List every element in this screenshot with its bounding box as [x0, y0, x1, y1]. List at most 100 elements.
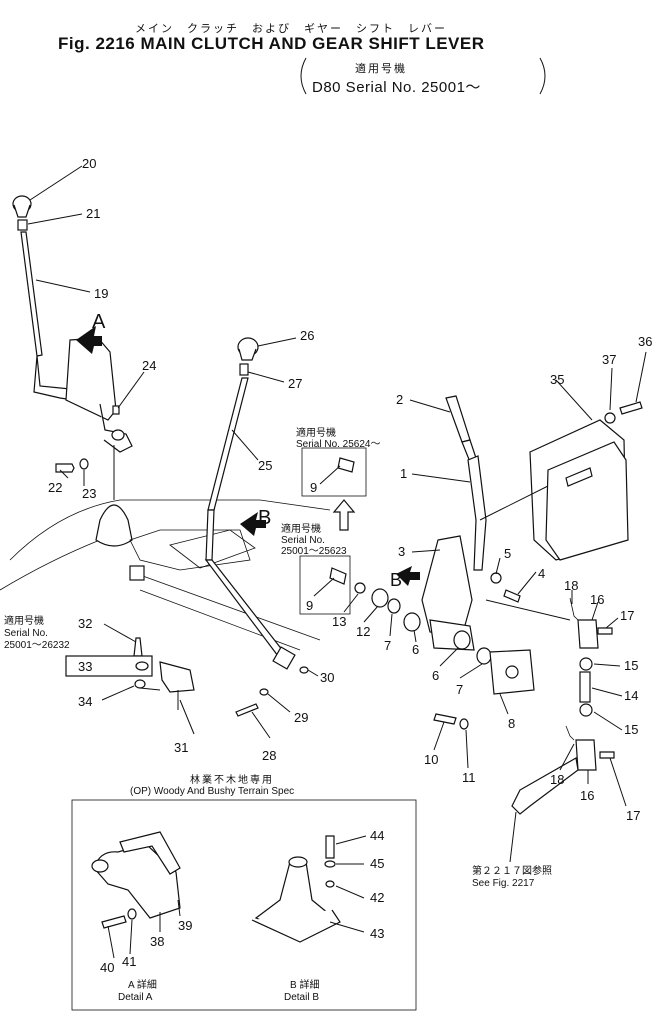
bushing-6b: [453, 630, 471, 650]
lever-arm: [511, 757, 579, 815]
lever-rod-25-mid: [205, 509, 215, 561]
clip-assembly: [65, 637, 195, 710]
detail-b-label: Detail B: [284, 992, 320, 1003]
part-number: 44: [370, 828, 384, 843]
nut-42: [325, 880, 335, 888]
washer-45: [324, 860, 336, 868]
rod-assembly: [509, 597, 615, 863]
grip-2: [445, 395, 471, 443]
figure-title: Fig. 2216 MAIN CLUTCH AND GEAR SHIFT LEV…: [58, 34, 485, 53]
part-number: 6: [412, 642, 419, 657]
bushing-7b: [476, 647, 492, 665]
part-number: 42: [370, 890, 384, 905]
nut-21: [17, 219, 28, 231]
bolt-10: [433, 713, 457, 725]
detail-a-label: Detail A: [118, 992, 153, 1003]
part-number: 31: [174, 740, 188, 755]
shaft-end: [129, 565, 145, 581]
bolt-22: [55, 463, 75, 473]
part-number: 30: [320, 670, 334, 685]
part-number: 7: [456, 682, 463, 697]
clevis-16b: [575, 739, 597, 771]
cover-assembly: [479, 401, 643, 561]
cover-35: [545, 441, 629, 561]
cotter-18a: [569, 597, 579, 621]
part-number: 29: [294, 710, 308, 725]
left-serial-range: 25001～26232: [4, 640, 70, 651]
part-number: 12: [356, 624, 370, 639]
left-lever-assembly: [12, 195, 133, 500]
clip-31: [159, 661, 195, 693]
part-number: 45: [370, 856, 384, 871]
part-number: 15: [624, 658, 638, 673]
part-number: 11: [462, 770, 476, 785]
part-number: 9: [310, 480, 317, 495]
see-figure: See Fig. 2217: [472, 878, 535, 889]
washer-37: [604, 412, 616, 424]
washer-12: [371, 588, 389, 608]
nut-27: [239, 363, 249, 376]
rod-14: [579, 671, 591, 703]
pin-17b: [599, 751, 615, 759]
part-number: 20: [82, 156, 96, 171]
part-number: 40: [100, 960, 114, 975]
see-fig-leader: [509, 811, 517, 863]
upper-box-applic-jp: 適用号機: [296, 428, 336, 439]
arrow-b-label: B: [258, 507, 271, 529]
lever-rod-19: [20, 231, 43, 357]
knob-20-neck: [13, 204, 31, 218]
part-number: 27: [288, 376, 302, 391]
part-number: 32: [78, 616, 92, 631]
boss-38: [91, 859, 109, 873]
lower-box-serial-label: Serial No.: [281, 535, 325, 546]
cover-35-slot: [565, 467, 593, 487]
bolt-40: [101, 915, 127, 929]
part-number: 17: [626, 808, 640, 823]
part-number: 4: [538, 566, 545, 581]
boot-top: [288, 856, 308, 868]
arrow-b2: [396, 566, 420, 586]
washer-33: [135, 661, 149, 671]
part-number: 28: [262, 748, 276, 763]
part-number: 19: [94, 286, 108, 301]
boot: [95, 504, 133, 547]
pin-9-upper: [337, 457, 355, 473]
washer-13: [354, 582, 366, 594]
nut-15a: [579, 657, 593, 671]
part-number: 6: [432, 668, 439, 683]
serial-range: D80 Serial No. 25001～: [312, 79, 481, 96]
cotter-30: [299, 666, 309, 674]
bushing-7a: [387, 598, 401, 614]
washer-41: [127, 908, 137, 920]
lever-rod-25-lower: [204, 559, 291, 665]
pin-17a: [597, 627, 613, 635]
applicability-japanese: 適用号機: [355, 63, 407, 75]
clevis-28: [272, 646, 296, 670]
option-spec: (OP) Woody And Bushy Terrain Spec: [130, 786, 295, 797]
part-number: 33: [78, 659, 92, 674]
serial-box-lower: [299, 555, 351, 615]
bolt-44: [325, 835, 335, 859]
close-paren: [539, 57, 546, 95]
pin-29: [259, 688, 269, 696]
washer-5: [490, 572, 502, 584]
part-number: 10: [424, 752, 438, 767]
part-number: 15: [624, 722, 638, 737]
part-number: 37: [602, 352, 616, 367]
part-number: 39: [178, 918, 192, 933]
part-number: 26: [300, 328, 314, 343]
lever-1: [467, 455, 487, 571]
part-number: 7: [384, 638, 391, 653]
bolt-28: [235, 703, 259, 717]
nut-15b: [579, 703, 593, 717]
pin-9-lower: [329, 567, 347, 585]
part-number: 36: [638, 334, 652, 349]
part-number: 1: [400, 466, 407, 481]
lower-box-serial: 25001～25623: [281, 546, 347, 557]
plate-8-hole: [505, 665, 519, 679]
part-number: 16: [580, 788, 594, 803]
part-number: 9: [306, 598, 313, 613]
part-number: 13: [332, 614, 346, 629]
see-figure-jp: 第２２１７図参照: [472, 866, 552, 877]
